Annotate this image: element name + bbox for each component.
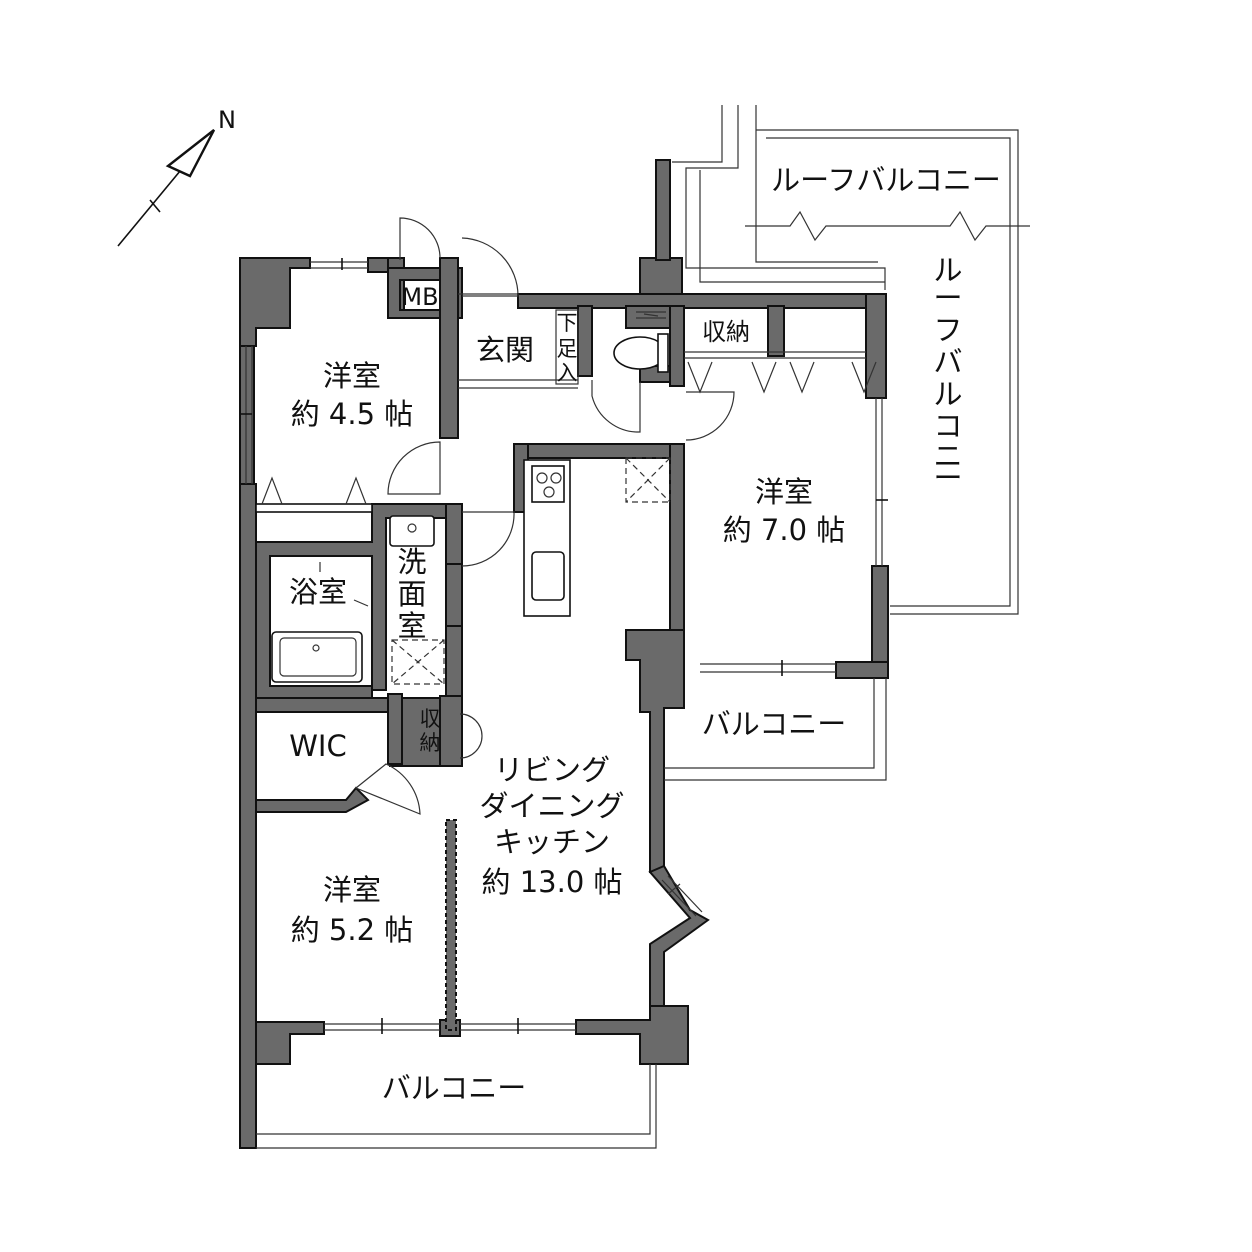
storage-top-label: 収納 <box>702 318 750 346</box>
western-room-1-size: 約 4.5 帖 <box>291 397 414 431</box>
roof-balcony-char-5: ル <box>933 377 962 411</box>
balcony-bottom-label: バルコニー <box>382 1071 526 1105</box>
bath-label: 浴室 <box>289 575 347 609</box>
ldk-line-4: 約 13.0 帖 <box>481 865 622 899</box>
entrance-label: 玄関 <box>476 333 534 367</box>
roof-balcony-char-6: コ <box>933 409 962 443</box>
roof-balcony-char-4: バ <box>933 345 962 379</box>
north-arrow-icon <box>117 129 216 247</box>
western-room-3-name: 洋室 <box>323 873 381 907</box>
shoe-storage-char-3: 入 <box>557 361 578 385</box>
western-room-2-size: 約 7.0 帖 <box>723 513 846 547</box>
north-label: N <box>218 106 236 134</box>
roof-balcony-vertical-label: ル ー フ バ ル コ ニ ー <box>933 253 962 495</box>
washroom-char-3: 室 <box>397 609 426 643</box>
roof-balcony-char-7: ニ <box>933 439 962 473</box>
storage-mid-char-2: 納 <box>420 731 441 755</box>
western-room-2-name: 洋室 <box>755 475 813 509</box>
roof-balcony-horizontal-label: ルーフバルコニー <box>771 163 1001 197</box>
western-room-1-name: 洋室 <box>323 359 381 393</box>
roof-balcony-char-3: フ <box>933 313 962 347</box>
walls <box>239 159 889 1149</box>
wic-label: WIC <box>289 729 346 763</box>
ldk-line-3: キッチン <box>494 825 610 859</box>
roof-balcony-char-8: ー <box>933 461 962 495</box>
ldk-line-2: ダイニング <box>479 789 624 823</box>
roof-balcony-char-1: ル <box>933 253 962 287</box>
shoe-storage-char-2: 足 <box>557 337 578 361</box>
storage-mid-char-1: 収 <box>420 707 441 731</box>
shoe-storage-char-1: 下 <box>557 311 578 335</box>
balcony-right-label: バルコニー <box>702 707 846 741</box>
washroom-char-1: 洗 <box>397 545 426 579</box>
roof-balcony-outline <box>672 105 1030 615</box>
western-room-3-size: 約 5.2 帖 <box>291 913 414 947</box>
ldk-line-1: リビング <box>494 753 610 787</box>
washroom-char-2: 面 <box>397 577 426 611</box>
roof-balcony-char-2: ー <box>933 281 962 315</box>
fixtures <box>240 217 888 1149</box>
mb-label: MB <box>401 283 438 311</box>
